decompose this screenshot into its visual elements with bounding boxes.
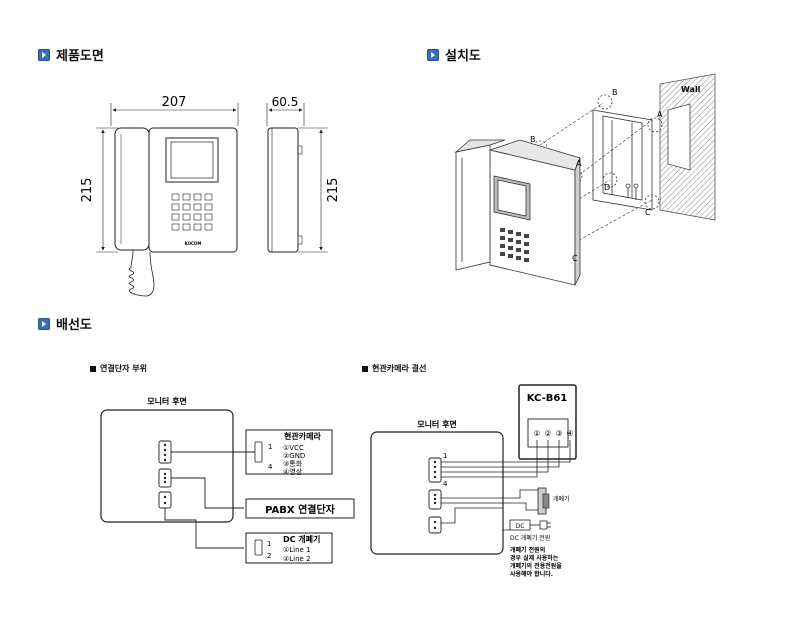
dim-front-width: 207 xyxy=(162,95,187,110)
note-line: 사용해야 합니다. xyxy=(510,570,553,578)
kc-terminal: ④ xyxy=(566,429,573,438)
camera-wiring-diagram xyxy=(370,384,577,555)
section-wiring: 배선도 xyxy=(38,314,92,333)
door-camera-line: ②GND xyxy=(283,452,305,460)
label-a: A xyxy=(657,110,663,119)
dc-opener-line: ①Line 1 xyxy=(283,546,311,554)
pin-4: 4 xyxy=(268,463,273,471)
dim-height-right: 215 xyxy=(326,178,341,203)
arrow-right-icon xyxy=(427,48,439,61)
pin-1: 1 xyxy=(267,540,271,548)
section-installation: 설치도 xyxy=(427,45,481,64)
dc-power-label: DC 개폐기 전원 xyxy=(510,534,550,542)
door-camera-line: ③통화 xyxy=(283,460,303,468)
kc-terminal: ③ xyxy=(555,429,562,438)
installation-drawing xyxy=(454,73,716,286)
arrow-right-icon xyxy=(38,48,50,61)
dc-opener-line: ②Line 2 xyxy=(283,555,311,563)
keypad xyxy=(171,193,213,231)
brand-logo: KOCOM xyxy=(185,241,202,246)
label-c: C xyxy=(645,208,651,217)
product-side-view xyxy=(266,103,328,253)
pin-2: 2 xyxy=(267,552,271,560)
square-bullet-icon xyxy=(90,365,96,372)
section-title: 배선도 xyxy=(56,318,92,333)
pabx-label: PABX 연결단자 xyxy=(265,503,336,516)
door-camera-line: ④영상 xyxy=(283,467,303,476)
label-a: A xyxy=(576,159,582,168)
dim-height-left: 215 xyxy=(80,178,95,203)
section-product-drawing: 제품도면 xyxy=(38,45,104,64)
label-b: B xyxy=(530,135,536,144)
arrow-right-icon xyxy=(38,317,50,330)
section-title: 설치도 xyxy=(445,49,481,64)
label-wall: Wall xyxy=(681,85,701,94)
label-d: D xyxy=(604,183,610,192)
terminal-block xyxy=(158,440,172,509)
square-bullet-icon xyxy=(362,365,368,372)
kc-terminal: ① xyxy=(533,429,540,438)
door-camera-line: ①VCC xyxy=(283,444,304,452)
label-b: B xyxy=(612,88,618,97)
kc-terminal: ② xyxy=(544,429,551,438)
subtitle-connection: 연결단자 부위 xyxy=(90,363,147,374)
dc-label: DC xyxy=(516,523,525,530)
note-line: 개폐기의 전용전원을 xyxy=(510,562,562,570)
door-opener-label: 개폐기 xyxy=(553,495,570,503)
kc-model-label: KC-B61 xyxy=(527,393,568,404)
monitor-back-label: 모니터 후면 xyxy=(147,396,187,406)
dim-side-depth: 60.5 xyxy=(272,95,299,109)
pin-4: 4 xyxy=(443,480,448,488)
note-line: 개폐기 전원의 xyxy=(510,546,545,554)
door-camera-title: 현관카메라 xyxy=(284,431,321,441)
monitor-back-label: 모니터 후면 xyxy=(417,419,457,429)
subtitle-camera-wiring: 현관카메라 결선 xyxy=(362,363,426,374)
pin-1: 1 xyxy=(443,452,447,460)
product-front-view xyxy=(96,103,239,297)
note-line: 경우 실제 사용하는 xyxy=(510,554,559,562)
label-c: C xyxy=(572,254,578,263)
pin-1: 1 xyxy=(268,443,272,451)
section-title: 제품도면 xyxy=(56,49,104,64)
dc-opener-title: DC 개폐기 xyxy=(283,534,320,544)
connection-diagram xyxy=(100,409,355,564)
